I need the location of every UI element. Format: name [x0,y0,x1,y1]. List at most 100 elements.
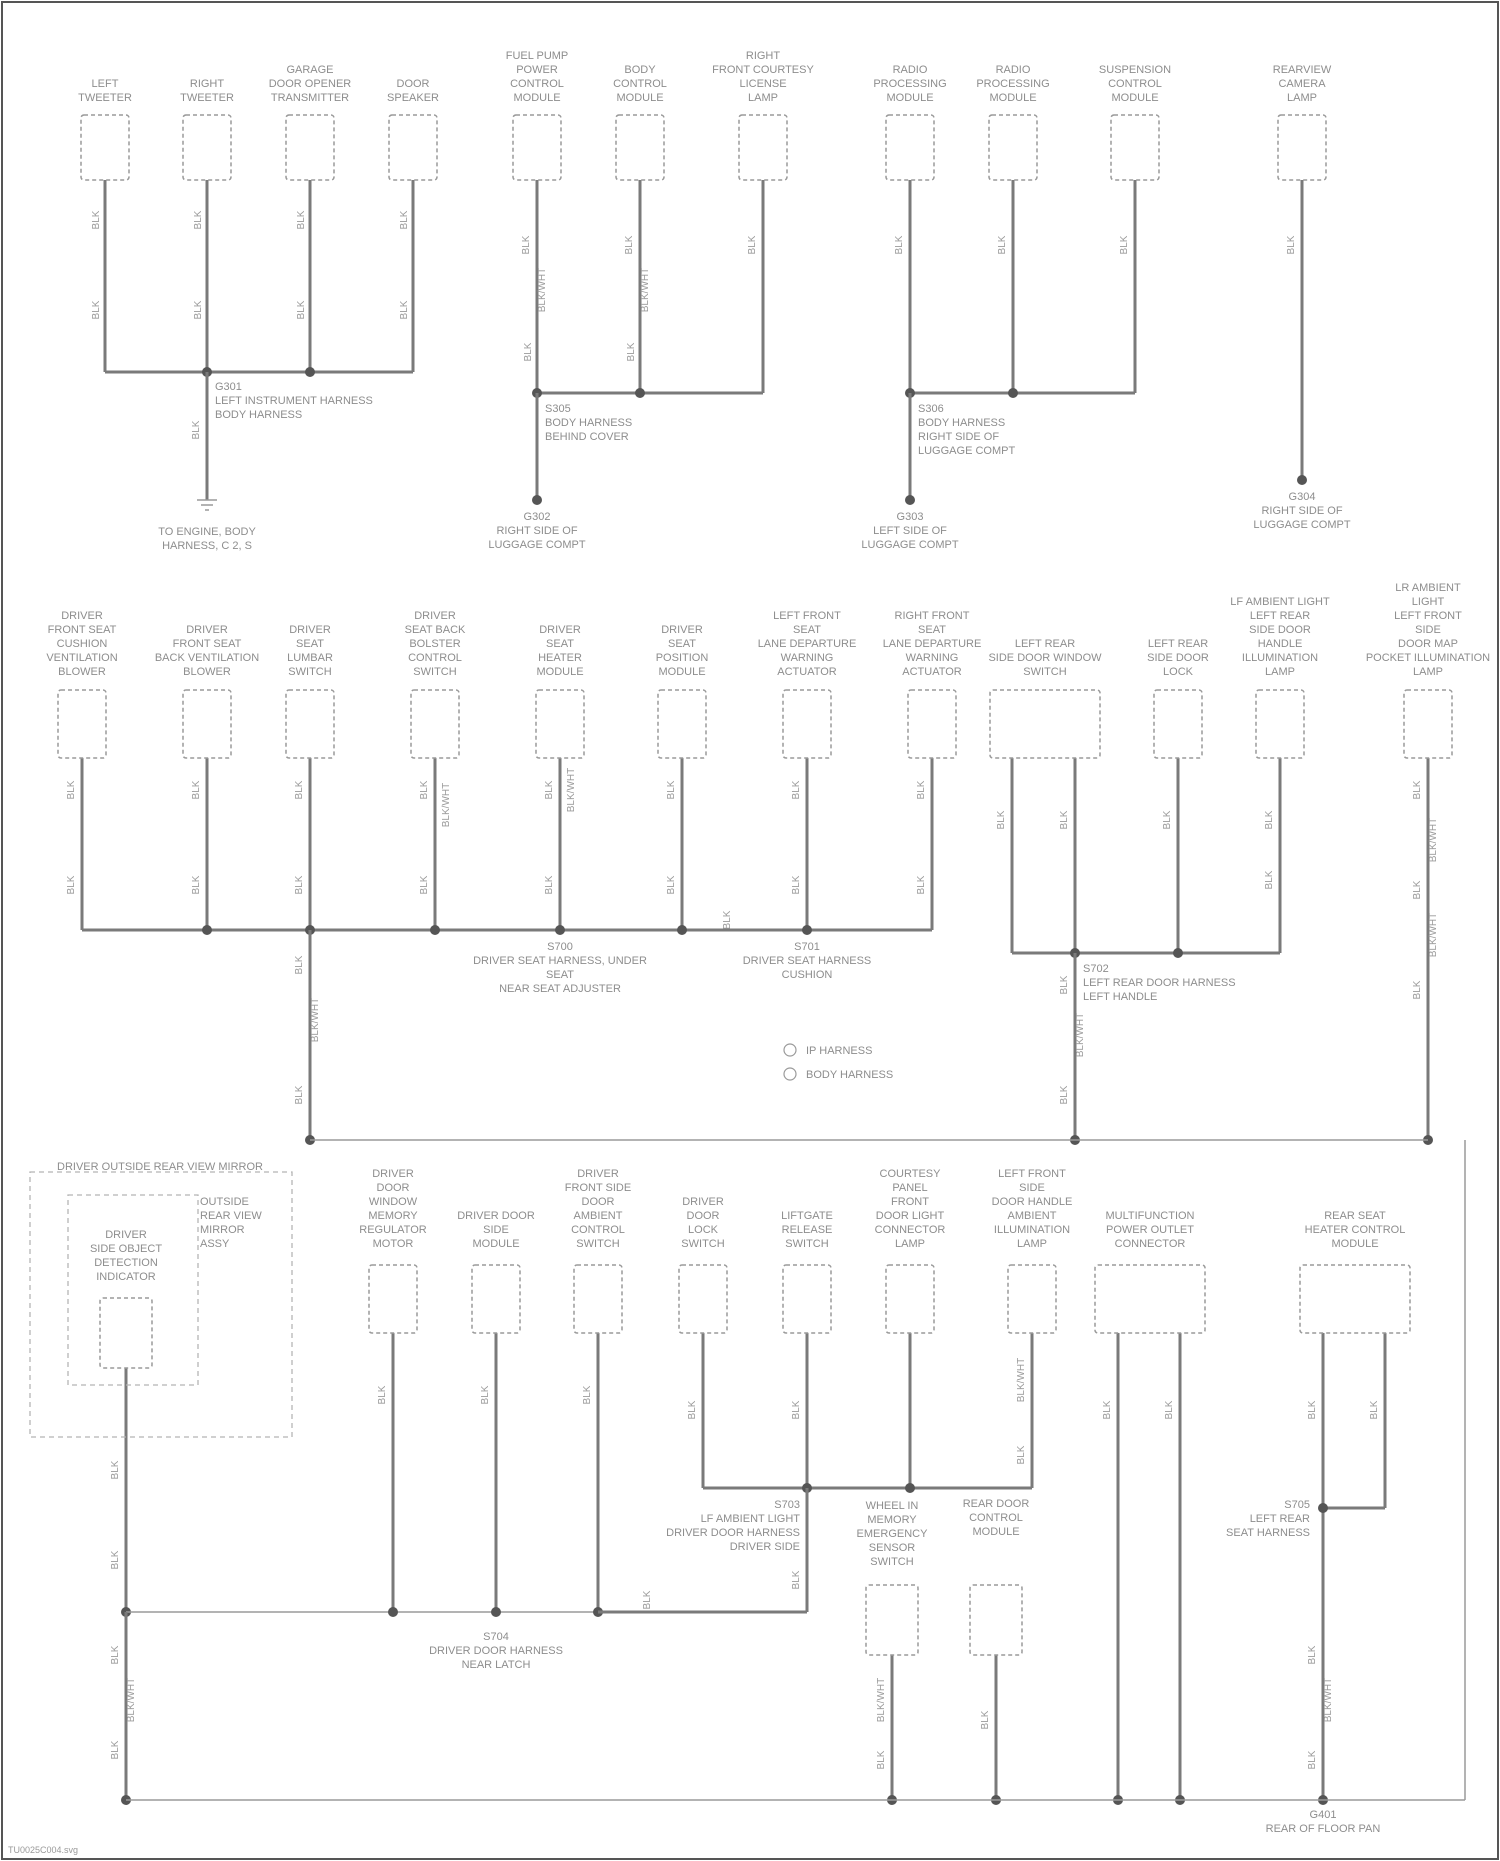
label-left-front-lane-change-line: LANE DEPARTURE [758,638,857,650]
label-left-front-ambient-line: ILLUMINATION [994,1224,1070,1236]
ground-g9-line: S704 [483,1631,509,1643]
label-left-rear-window-line: SIDE DOOR WINDOW [988,652,1102,664]
label-courtesy-lamp-line: PANEL [892,1182,927,1194]
ground-g5-line: DRIVER SEAT HARNESS, UNDER [473,955,647,967]
wire-tag: BLK [791,875,802,894]
wire-tag: BLK [377,1385,388,1404]
wires [82,180,1465,1805]
wire-tag: BLK [1264,870,1275,889]
label-driver-seat-module-line: SEAT [668,638,696,650]
component-left-front-ambient [1008,1265,1056,1333]
label-driver-seat-cushion-line: BLOWER [58,666,106,678]
component-driver-door-switch [679,1265,727,1333]
wire-tag: BLK [294,955,305,974]
wire-tag: BLK [791,1400,802,1419]
label-driver-seat-heater-line: HEATER [538,652,582,664]
wire-tag: BLK [1412,780,1423,799]
components [30,115,1452,1655]
label-liftgate-release-line: RELEASE [782,1224,833,1236]
wire-tag: BLK [419,780,430,799]
wire-tag: BLK [191,420,202,439]
label-courtesy-lamp-line: DOOR LIGHT [876,1210,945,1222]
ground-g8-line: DRIVER DOOR HARNESS [666,1527,800,1539]
label-radio-processing-2-line: PROCESSING [976,78,1049,90]
ground-g5-line: S700 [547,941,573,953]
label-driver-seat-adjuster-line: CONTROL [408,652,462,664]
component-right-front-lane-change [908,690,956,758]
wire-tag: BLK [1307,1400,1318,1419]
label-driver-door-window-line: MOTOR [373,1238,414,1250]
label-radio-processing-2-line: MODULE [989,92,1036,104]
wire-tag: BLK [193,210,204,229]
wire-tag: BLK [193,300,204,319]
label-driver-seat-lumbar-line: SWITCH [288,666,331,678]
label-wheelchair-module-line: SWITCH [870,1556,913,1568]
ground-g10-line: SEAT HARNESS [1226,1527,1310,1539]
label-driver-door-window-line: REGULATOR [359,1224,426,1236]
component-driver-door-lock [574,1265,622,1333]
label-left-rear-lock-line: LEFT REAR [1148,638,1208,650]
wire-tag: BLK [1102,1400,1113,1419]
label-left-tweeter-line: TWEETER [78,92,132,104]
wire-tag: BLK [642,1590,653,1609]
component-driver-seat-module [658,690,706,758]
label-driver-seat-back-line: DRIVER [186,624,228,636]
splice-dot [802,925,812,935]
ground-g1-dest-line: HARNESS, C 2, S [162,540,252,552]
wire-tag: BLK [544,875,555,894]
label-driver-door-switch-line: LOCK [688,1224,719,1236]
label-radio-processing-line: RADIO [893,64,928,76]
label-driver-seat-back-line: FRONT SEAT [173,638,242,650]
component-driver-seat-adjuster [411,690,459,758]
label-right-front-lamp-line: LAMP [748,92,778,104]
wire-tag: BLK [791,1570,802,1589]
ground-g3-dest-line: LUGGAGE COMPT [861,539,958,551]
wire-tag: BLK [191,780,202,799]
label-left-front-lane-change-line: WARNING [781,652,834,664]
label-driver-door-switch-line: SWITCH [681,1238,724,1250]
label-wheelchair-module-line: EMERGENCY [857,1528,929,1540]
ground-g2-dest-line: RIGHT SIDE OF [496,525,577,537]
ground-g3-line: RIGHT SIDE OF [918,431,999,443]
component-lr-ambient [1404,690,1452,758]
label-lr-ambient-line: SIDE [1415,624,1441,636]
label-fuel-pump-control-line: CONTROL [510,78,564,90]
label-body-control-module-line: CONTROL [613,78,667,90]
splice-dot [555,925,565,935]
component-driver-door-window [369,1265,417,1333]
component-right-front-lamp [739,115,787,180]
label-lf-rear-ambient-line: LF AMBIENT LIGHT [1230,596,1330,608]
ground-g6-line: CUSHION [782,969,833,981]
wire-tag: BLK/WHT [310,998,321,1042]
label-right-front-lane-change-line: RIGHT FRONT [895,610,970,622]
label-driver-mirror-inner-line: DRIVER [105,1229,147,1241]
component-driver-seat-lumbar [286,690,334,758]
label-driver-door-lock-line: DOOR [582,1196,615,1208]
ground-g10-line: LEFT REAR [1250,1513,1310,1525]
footer-filename: TU0025C004.svg [8,1845,78,1855]
label-lr-ambient-line: LIGHT [1412,596,1445,608]
ground-g5-line: NEAR SEAT ADJUSTER [499,983,621,995]
label-right-front-lane-change-line: WARNING [906,652,959,664]
ground-g2-line: S305 [545,403,571,415]
label-left-rear-window-line: SWITCH [1023,666,1066,678]
component-radio-processing [886,115,934,180]
wire-tag: BLK [544,780,555,799]
component-suspension-control [1111,115,1159,180]
label-driver-seat-cushion-line: DRIVER [61,610,103,622]
component-radio-processing-2 [989,115,1037,180]
label-radio-processing-line: MODULE [886,92,933,104]
ground-g8-line: DRIVER SIDE [730,1541,800,1553]
component-driver-door-module [472,1265,520,1333]
wire-tag: BLK [1059,1085,1070,1104]
wire-tag: BLK [687,1400,698,1419]
label-rear-door-module-line: MODULE [972,1526,1019,1538]
wire-tag: BLK [624,235,635,254]
label-suspension-control-line: SUSPENSION [1099,64,1171,76]
ground-g7-line: LEFT REAR DOOR HARNESS [1083,977,1236,989]
ground-g2-dest-line: LUGGAGE COMPT [488,539,585,551]
component-multifunction-power [1095,1265,1205,1333]
label-driver-door-module-line: SIDE [483,1224,509,1236]
ground-g5-line: SEAT [546,969,574,981]
wire-tag: BLK/WHT [1428,913,1439,957]
